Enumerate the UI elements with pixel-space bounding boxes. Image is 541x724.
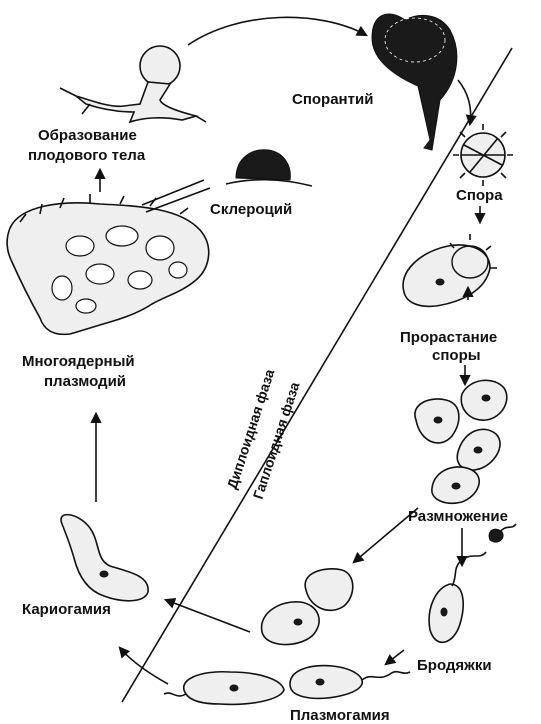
spore-illustration — [453, 124, 513, 186]
germinating-spore-illustration — [403, 234, 497, 306]
reproduction-label: Размножение — [408, 508, 508, 525]
arrow-fruiting-to-sporangium — [188, 17, 366, 45]
plasmodium-label-line2: плазмодий — [44, 373, 126, 390]
arrow-gametes-to-karyogamy — [166, 600, 250, 632]
fruiting-label-line2: плодового тела — [28, 147, 146, 164]
spore-label: Спора — [456, 187, 503, 204]
zygote-illustration — [61, 515, 148, 601]
fruiting-label-line1: Образование — [38, 127, 137, 144]
germination-label-line2: споры — [432, 347, 481, 364]
swarmer-cell-illustration — [429, 552, 486, 642]
connector-plasmodium-to-sclerotium — [142, 180, 210, 212]
amoeba-cells-illustration — [415, 380, 507, 503]
plasmogamy-cells-illustration — [164, 666, 410, 705]
sclerotium-illustration — [226, 150, 312, 186]
small-flagellate-icon — [489, 524, 516, 542]
plasmodium-label-line1: Многоядерный — [22, 353, 135, 370]
gamete-pair-illustration — [262, 569, 353, 645]
sporangium-illustration — [372, 14, 457, 150]
arrow-amoebae-to-gametes — [354, 508, 418, 562]
sclerotium-label: Склероций — [210, 201, 292, 218]
swarmers-label: Бродяжки — [417, 657, 492, 674]
plasmogamy-label: Плазмогамия — [290, 707, 390, 724]
plasmodium-network-illustration — [7, 194, 208, 334]
arrow-swarmers-to-plasmogamy — [386, 650, 404, 664]
fruiting-body-illustration — [60, 46, 206, 122]
karyogamy-label: Кариогамия — [22, 601, 111, 618]
arrow-sporangium-to-spore — [458, 80, 471, 124]
germination-label-line1: Прорастание — [400, 329, 497, 346]
sporangium-label: Спорантий — [292, 91, 373, 108]
